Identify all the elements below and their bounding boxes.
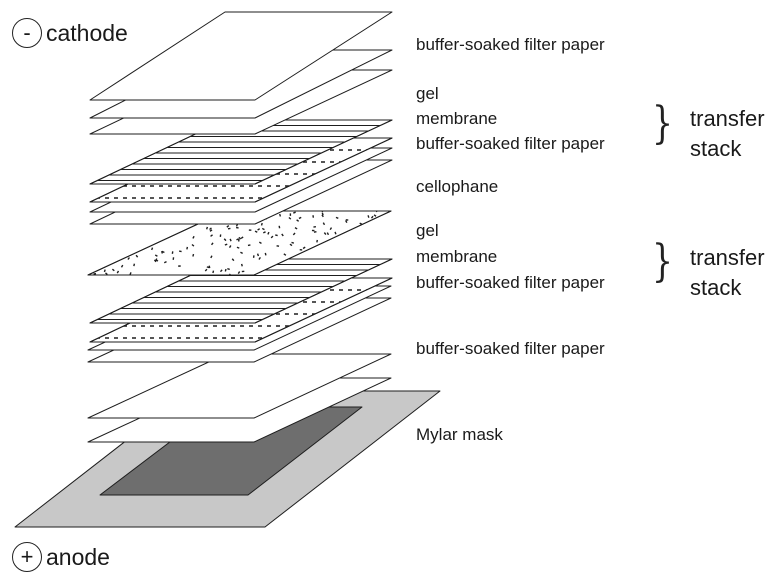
minus-icon: - xyxy=(12,18,42,48)
anode-marker: + anode xyxy=(12,542,110,572)
stack2-group-label-line2: stack xyxy=(690,275,742,300)
stack2-brace-icon: } xyxy=(652,236,673,287)
stack1-group-label-line1: transfer xyxy=(690,106,765,131)
top-filter-paper-sheet-1 xyxy=(89,11,393,101)
label-bottom-filter-paper: buffer-soaked filter paper xyxy=(416,339,605,358)
stack2-gel-outline xyxy=(89,258,393,324)
plus-icon: + xyxy=(12,542,42,572)
label-top-filter-paper: buffer-soaked filter paper xyxy=(416,35,605,54)
label-cellophane: cellophane xyxy=(416,177,499,196)
label-stack1-gel: gel xyxy=(416,84,439,103)
stack1-group-label-line2: stack xyxy=(690,136,742,161)
stack2-group-label-line1: transfer xyxy=(690,245,765,270)
label-stack1-filter-paper: buffer-soaked filter paper xyxy=(416,134,605,153)
cathode-label: cathode xyxy=(46,19,128,46)
cathode-marker: - cathode xyxy=(12,18,128,48)
label-stack1-membrane: membrane xyxy=(416,109,498,128)
anode-label: anode xyxy=(46,543,110,570)
cellophane-outline xyxy=(87,210,392,276)
stack1-gel-outline xyxy=(89,119,393,185)
label-stack2-membrane: membrane xyxy=(416,247,498,266)
label-mylar-mask: Mylar mask xyxy=(416,425,503,444)
stack1-brace-icon: } xyxy=(652,98,673,149)
label-stack2-gel: gel xyxy=(416,221,439,240)
label-stack2-filter-paper: buffer-soaked filter paper xyxy=(416,273,605,292)
bottom-filter-paper-sheet-1 xyxy=(87,353,392,419)
